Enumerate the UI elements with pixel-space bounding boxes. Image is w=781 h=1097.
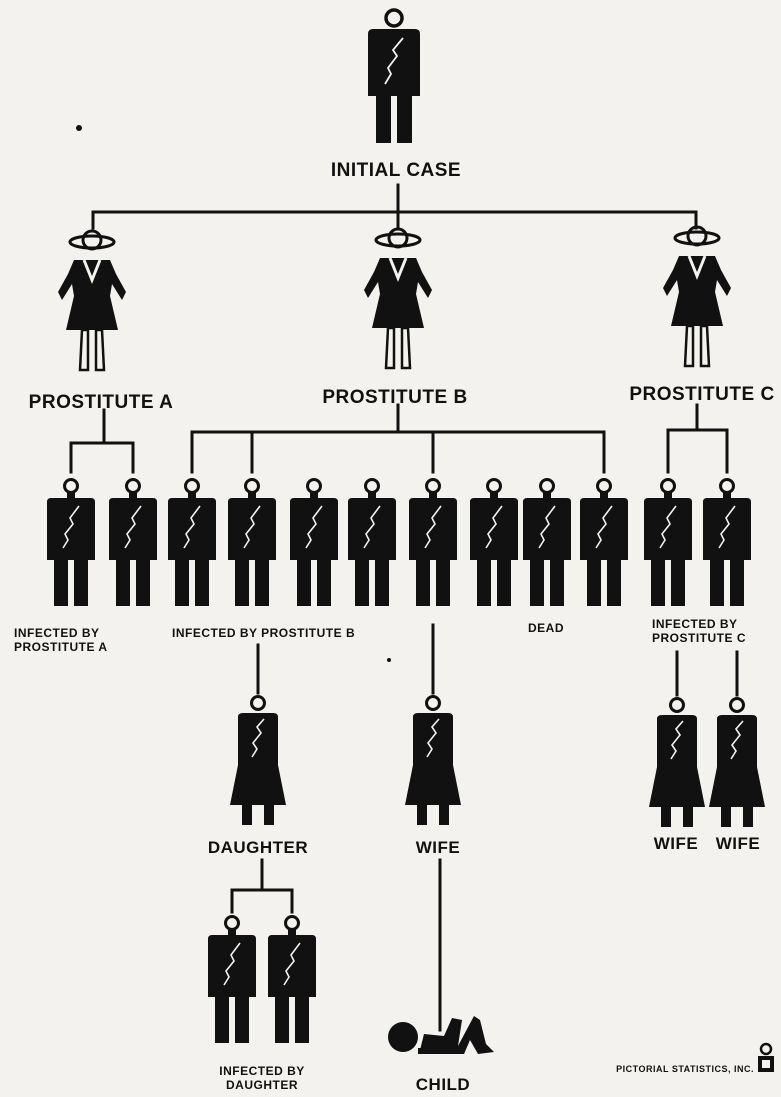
man-icon [166, 478, 218, 608]
prostitute-b-icon [362, 227, 434, 370]
man-icon [206, 915, 258, 1045]
man-icon [578, 478, 630, 608]
man-icon [642, 478, 694, 608]
infected-by-b-label: INFECTED BY PROSTITUTE B [172, 626, 355, 640]
infected-by-daughter-label-line2: DAUGHTER [226, 1078, 298, 1092]
man-icon [45, 478, 97, 608]
connector-lines [69, 183, 739, 1032]
man-icon [288, 478, 340, 608]
prostitute-c-icon [661, 225, 733, 368]
credit-label: PICTORIAL STATISTICS, INC. [616, 1064, 754, 1074]
man-icon [266, 915, 318, 1045]
pictorial-statistics-logo [758, 1042, 774, 1072]
infected-men-row [45, 478, 753, 608]
man-icon [407, 478, 459, 608]
print-dot [387, 658, 391, 662]
infected-by-daughter-label-line1: INFECTED BY [219, 1064, 305, 1078]
prostitute-a-icon [56, 229, 128, 372]
initial-case-label: INITIAL CASE [331, 160, 461, 181]
wife-c2-label: WIFE [716, 834, 761, 853]
wife-label: WIFE [416, 838, 461, 857]
man-icon [107, 478, 159, 608]
child-label: CHILD [416, 1075, 470, 1094]
child-icon [388, 1016, 494, 1054]
daughter-woman-icon [228, 695, 288, 827]
wife-c2-woman-icon [707, 697, 767, 829]
man-icon [226, 478, 278, 608]
wife-c1-woman-icon [647, 697, 707, 829]
infected-by-c-label-line2: PROSTITUTE C [652, 631, 746, 645]
prostitute-b-label: PROSTITUTE B [322, 387, 467, 408]
daughter-label: DAUGHTER [208, 838, 308, 857]
prostitute-c-label: PROSTITUTE C [629, 384, 774, 405]
wife-c1-label: WIFE [654, 834, 699, 853]
dead-label: DEAD [528, 621, 564, 635]
man-icon [346, 478, 398, 608]
prostitute-a-label: PROSTITUTE A [29, 392, 174, 413]
man-icon [468, 478, 520, 608]
wife-woman-icon [403, 695, 463, 827]
infected-by-a-label-line1: INFECTED BY [14, 626, 100, 640]
man-icon [701, 478, 753, 608]
print-dot [76, 125, 82, 131]
initial-case-man-icon [366, 8, 422, 145]
infected-by-c-label-line1: INFECTED BY [652, 617, 738, 631]
man-icon [521, 478, 573, 608]
infected-by-a-label-line2: PROSTITUTE A [14, 640, 108, 654]
